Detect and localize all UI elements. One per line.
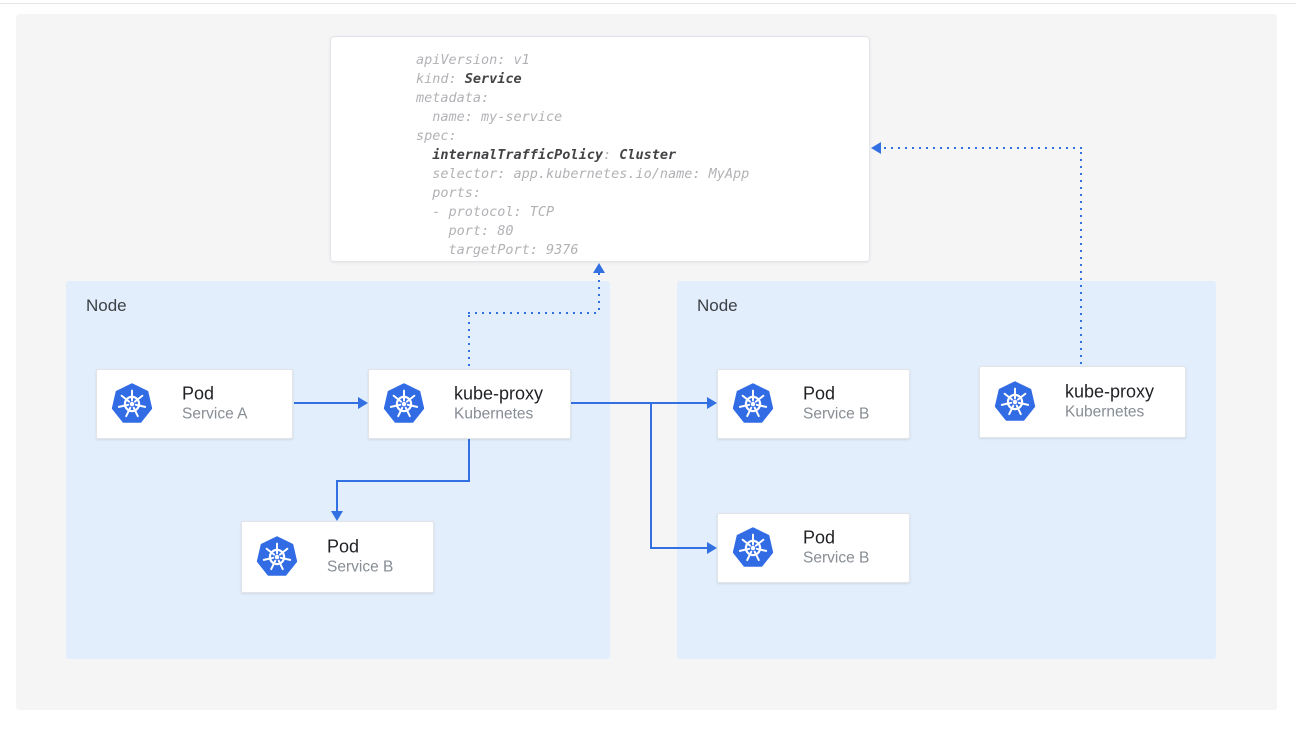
yaml-line: internalTrafficPolicy: Cluster	[432, 147, 677, 163]
card-title: Pod	[803, 527, 836, 548]
card-title: Pod	[182, 383, 215, 404]
card-title: Pod	[803, 383, 836, 404]
card-subtitle: Service A	[182, 405, 248, 423]
arrow-kubeproxy-to-podb-top-head	[707, 397, 717, 409]
arrow-kubeproxy-to-local-podb-head	[331, 511, 343, 521]
pod-card-service-b-right-bottom: Pod Service B	[717, 513, 910, 583]
yaml-line: - protocol: TCP	[416, 204, 555, 220]
yaml-line: targetPort: 9376	[416, 242, 579, 258]
node-right: Node	[677, 281, 1216, 659]
arrow-poda-to-kubeproxy-head	[358, 397, 368, 409]
yaml-line: spec:	[416, 128, 457, 144]
card-subtitle: Service B	[327, 558, 394, 576]
arrow-poda-to-kubeproxy-line	[294, 402, 359, 404]
service-yaml-card: apiVersion: v1 kind: Service metadata: nam…	[330, 36, 870, 262]
dotted-kubeproxy-right-to-yaml-head	[871, 142, 881, 154]
card-title: Pod	[327, 536, 360, 557]
dotted-kubeproxy-right-to-yaml-h	[877, 147, 1082, 149]
yaml-line: kind: Service	[416, 71, 522, 87]
arrow-kubeproxy-to-local-podb-line-v1	[468, 439, 470, 482]
node-right-label: Node	[697, 296, 738, 315]
yaml-code-block: apiVersion: v1 kind: Service metadata: nam…	[331, 37, 869, 260]
dotted-kubeproxy-left-to-yaml-h	[468, 312, 600, 314]
arrow-kubeproxy-to-podb-top-line	[571, 402, 708, 404]
yaml-line: ports:	[416, 185, 482, 201]
arrow-kubeproxy-to-local-podb-line-h	[336, 480, 470, 482]
kubernetes-icon	[994, 381, 1036, 423]
kubernetes-icon	[256, 536, 298, 578]
node-left: Node	[66, 281, 610, 659]
kube-proxy-card-left: kube-proxy Kubernetes	[368, 369, 571, 439]
card-subtitle: Service B	[803, 405, 870, 423]
yaml-line: name: my-service	[416, 109, 563, 125]
card-subtitle: Service B	[803, 549, 870, 567]
kubernetes-icon	[383, 383, 425, 425]
yaml-line: selector: app.kubernetes.io/name: MyApp	[416, 166, 750, 182]
kubernetes-icon	[732, 383, 774, 425]
node-left-label: Node	[86, 296, 127, 315]
pod-card-service-b-right-top: Pod Service B	[717, 369, 910, 439]
yaml-line: port: 80	[416, 223, 514, 239]
card-subtitle: Kubernetes	[454, 405, 534, 423]
dotted-kubeproxy-right-to-yaml-v	[1080, 152, 1082, 366]
dotted-kubeproxy-left-to-yaml-head	[593, 263, 605, 273]
pod-card-service-b-left: Pod Service B	[241, 521, 434, 593]
kubernetes-icon	[111, 383, 153, 425]
card-subtitle: Kubernetes	[1065, 403, 1145, 421]
kubernetes-icon	[732, 527, 774, 569]
yaml-line: metadata:	[416, 90, 490, 106]
arrow-kubeproxy-to-local-podb-line-v2	[336, 480, 338, 512]
pod-card-service-a: Pod Service A	[96, 369, 293, 439]
arrow-kubeproxy-to-podb-bottom-line-h	[650, 547, 708, 549]
arrow-kubeproxy-to-podb-bottom-line-v	[650, 403, 652, 548]
card-title: kube-proxy	[454, 383, 544, 404]
top-divider	[0, 3, 1296, 4]
dotted-kubeproxy-left-to-yaml-v2	[598, 273, 600, 314]
card-title: kube-proxy	[1065, 381, 1155, 402]
dotted-kubeproxy-left-to-yaml-v1	[468, 315, 470, 369]
arrow-kubeproxy-to-podb-bottom-head	[707, 542, 717, 554]
kube-proxy-card-right: kube-proxy Kubernetes	[979, 366, 1186, 438]
yaml-line: apiVersion: v1	[416, 52, 530, 68]
